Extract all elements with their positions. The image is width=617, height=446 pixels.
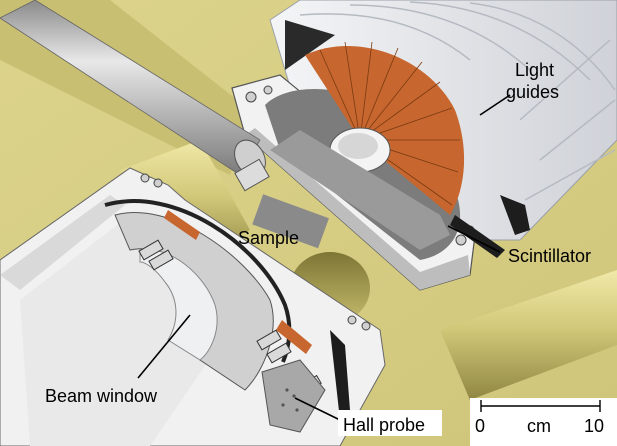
leader-light-guides [479,94,511,116]
scale-bar-start: 0 [475,416,485,436]
leader-scintillator [447,225,501,253]
label-light-guides-line1: Light [515,60,554,80]
scale-bar-end: 10 [584,416,604,436]
beam-window [139,248,218,361]
scale-bar [480,400,601,412]
light-guide-dark-edge [285,20,335,70]
lower-housing-dark-edge [330,330,350,420]
steel-rod-tip [234,158,270,192]
scale-bar-unit: cm [527,416,551,436]
detector-inner-disk [270,130,450,250]
label-light-guides-line2: guides [506,82,559,102]
steel-rod [0,0,261,176]
leader-beam-window [137,314,191,379]
detector-foot [252,194,329,249]
lower-scintillator-b [276,320,312,354]
label-scintillator: Scintillator [508,246,591,266]
lower-scintillator-a [164,210,200,240]
hall-probe-dots [281,388,299,412]
label-hall-probe: Hall probe [343,415,425,435]
housing-screws-bottom [140,173,371,331]
scintillator-fan [305,46,465,216]
beam-housing-wall-left [0,195,125,290]
leader-lines [137,94,511,421]
light-guide-dark-strip [500,195,530,235]
light-guide-ribs [299,1,616,201]
label-beam-window: Beam window [45,386,158,406]
label-hall-probe-bg [338,410,442,436]
label-sample: Sample [238,228,299,248]
detector-boss-face [338,133,378,159]
pole-bar-right [440,270,617,400]
leader-hall-probe [294,397,341,421]
